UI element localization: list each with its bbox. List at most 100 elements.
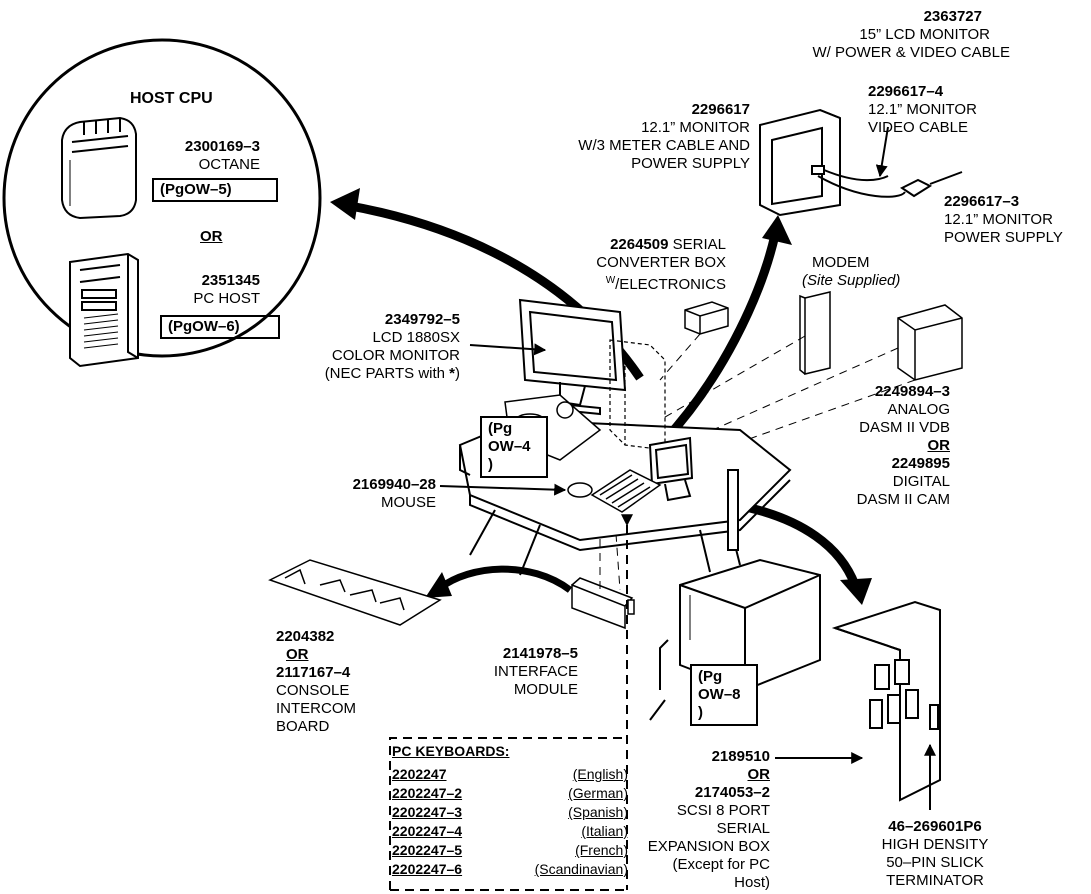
keyboard-row: 2202247–3 (Spanish) (392, 803, 628, 822)
scsi-expansion-label: 2189510 OR 2174053–2 SCSI 8 PORT SERIAL … (640, 748, 770, 892)
power-supply-line2: POWER SUPPLY (944, 229, 1063, 246)
12in-monitor-line1: 12.1” MONITOR (641, 119, 750, 136)
lcd-monitor-line2: COLOR MONITOR (331, 347, 460, 364)
pc-tower-drawing (69, 252, 139, 368)
dasm-analog-part-number: 2249894–3 (874, 383, 950, 400)
lcd-monitor-part-number: 2349792–5 (384, 311, 460, 328)
small-desk-monitor-drawing (648, 436, 694, 502)
serial-converter-sup: W (605, 275, 616, 286)
power-supply-line1: 12.1” MONITOR (944, 211, 1053, 228)
intercom-line3: BOARD (276, 718, 330, 735)
keyboard-part: 2202247–5 (392, 842, 463, 858)
modem-label: MODEM (Site Supplied) (802, 254, 900, 290)
page-ref-ow8-line1: (Pg (698, 668, 723, 685)
lcd-monitor-line1: LCD 1880SX (372, 329, 460, 346)
arrow-to-terminator (748, 503, 860, 587)
interface-module-part-number: 2141978–5 (502, 645, 578, 662)
arrow-to-intercom-board (437, 565, 573, 593)
mouse-drawing (567, 482, 593, 498)
lcd-15in-line2: W/ POWER & VIDEO CABLE (812, 44, 1010, 61)
dasm-box-drawing (897, 304, 963, 381)
octane-name: OCTANE (198, 156, 260, 173)
host-cpu-or: OR (200, 228, 223, 245)
serial-converter-box-drawing (684, 301, 729, 335)
keyboard-row: 2202247–6(Scandinavian) (392, 860, 628, 879)
keyboard-language: (Spanish) (568, 804, 628, 820)
electronics-enclosure-drawing (609, 339, 666, 451)
terminator-line1: HIGH DENSITY (881, 836, 989, 853)
lcd-15in-line1: 15” LCD MONITOR (859, 26, 990, 43)
pc-host-page-ref: (PgOW–6) (160, 315, 280, 339)
lcd-15in-label: 2363727 15” LCD MONITOR W/ POWER & VIDEO… (760, 8, 1010, 62)
12in-monitor-label: 2296617 12.1” MONITOR W/3 METER CABLE AN… (540, 101, 750, 173)
keyboard-part: 2202247–4 (392, 823, 463, 839)
lcd-monitor-label: 2349792–5 LCD 1880SX COLOR MONITOR (NEC … (300, 311, 460, 383)
scsi-part-number-1: 2189510 (711, 748, 770, 765)
page-ref-ow4-line1: (Pg (488, 420, 513, 437)
modem-name: MODEM (812, 254, 870, 271)
12in-monitor-part-number: 2296617 (691, 101, 750, 118)
scsi-line1: SCSI 8 PORT (676, 802, 770, 819)
keyboard-part: 2202247 (392, 766, 447, 782)
lcd-monitor-star: * (449, 365, 455, 382)
page-ref-ow8: (Pg OW–8 ) (690, 664, 758, 726)
pc-keyboards-list: PC KEYBOARDS: 2202247(English) 2202247–2… (392, 737, 628, 879)
mouse-part-number: 2169940–28 (352, 476, 436, 493)
octane-page-ref: (PgOW–5) (152, 178, 278, 202)
lcd-color-monitor-drawing (518, 298, 627, 416)
scsi-line4: (Except for PC (672, 856, 770, 873)
keyboard-list-box (389, 737, 627, 890)
page-ref-ow4-line2: OW–4 (488, 438, 531, 455)
keyboard-drawing (590, 469, 662, 513)
scsi-line5: Host) (734, 874, 770, 891)
power-supply-part-number: 2296617–3 (944, 193, 1020, 210)
keyboard-part: 2202247–3 (392, 804, 463, 820)
serial-converter-line3: /ELECTRONICS (615, 276, 726, 293)
pc-host-label: 2351345 PC HOST (150, 272, 260, 308)
terminator-line2: 50–PIN SLICK (886, 854, 984, 871)
interface-module-drawing (571, 577, 635, 630)
dasm-vdb: DASM II VDB (859, 419, 950, 436)
page-ref-ow8-line2: OW–8 (698, 686, 741, 703)
page-ref-ow4: (Pg OW–4 ) (480, 416, 548, 478)
keyboard-language: (Scandinavian) (534, 861, 628, 877)
modem-site-supplied: (Site Supplied) (802, 272, 901, 289)
mouse-label: 2169940–28 MOUSE (320, 476, 436, 512)
lcd-monitor-leader (469, 343, 547, 356)
scsi-part-number-2: 2174053–2 (694, 784, 770, 801)
pc-host-part-number: 2351345 (201, 272, 260, 289)
serial-converter-label: 2264509 SERIAL CONVERTER BOX W/ELECTRONI… (540, 236, 726, 294)
keyboard-row: 2202247(English) (392, 765, 628, 784)
lcd-15in-part-number: 2363727 (923, 8, 982, 25)
intercom-or: OR (286, 646, 309, 663)
lcd-monitor-line3: (NEC PARTS with (324, 365, 450, 382)
intercom-line2: INTERCOM (276, 700, 356, 717)
intercom-line1: CONSOLE (276, 682, 350, 699)
serial-converter-line2: CONVERTER BOX (596, 254, 726, 271)
dasm-digital-part-number: 2249895 (891, 455, 950, 472)
serial-converter-line1: SERIAL (668, 236, 726, 253)
video-cable-line2: VIDEO CABLE (868, 119, 969, 136)
dasm-label: 2249894–3 ANALOG DASM II VDB OR 2249895 … (840, 383, 950, 509)
octane-workstation-drawing (61, 116, 137, 220)
video-cable-label: 2296617–4 12.1” MONITOR VIDEO CABLE (868, 83, 977, 137)
scsi-line3: EXPANSION BOX (647, 838, 770, 855)
dasm-digital: DIGITAL (892, 473, 950, 490)
mouse-name: MOUSE (380, 494, 436, 511)
pc-keyboards-title: PC KEYBOARDS: (392, 743, 510, 759)
dasm-cam: DASM II CAM (856, 491, 950, 508)
12in-monitor-line3: POWER SUPPLY (631, 155, 750, 172)
pc-host-name: PC HOST (193, 290, 260, 307)
scsi-line2: SERIAL (716, 820, 770, 837)
modem-drawing (799, 291, 831, 375)
lcd-monitor-line3-close: ) (455, 365, 460, 382)
intercom-part-number-1: 2204382 (276, 628, 335, 645)
video-cable-leader (875, 126, 889, 178)
dasm-analog: ANALOG (887, 401, 950, 418)
dasm-or: OR (927, 437, 951, 454)
intercom-label: 2204382 OR 2117167–4 CONSOLE INTERCOM BO… (276, 628, 356, 736)
12in-monitor-drawing (759, 108, 963, 217)
octane-label: 2300169–3 OCTANE (150, 138, 260, 174)
keyboard-row: 2202247–5(French) (392, 841, 628, 860)
page-ref-ow8-line3: ) (698, 704, 703, 721)
